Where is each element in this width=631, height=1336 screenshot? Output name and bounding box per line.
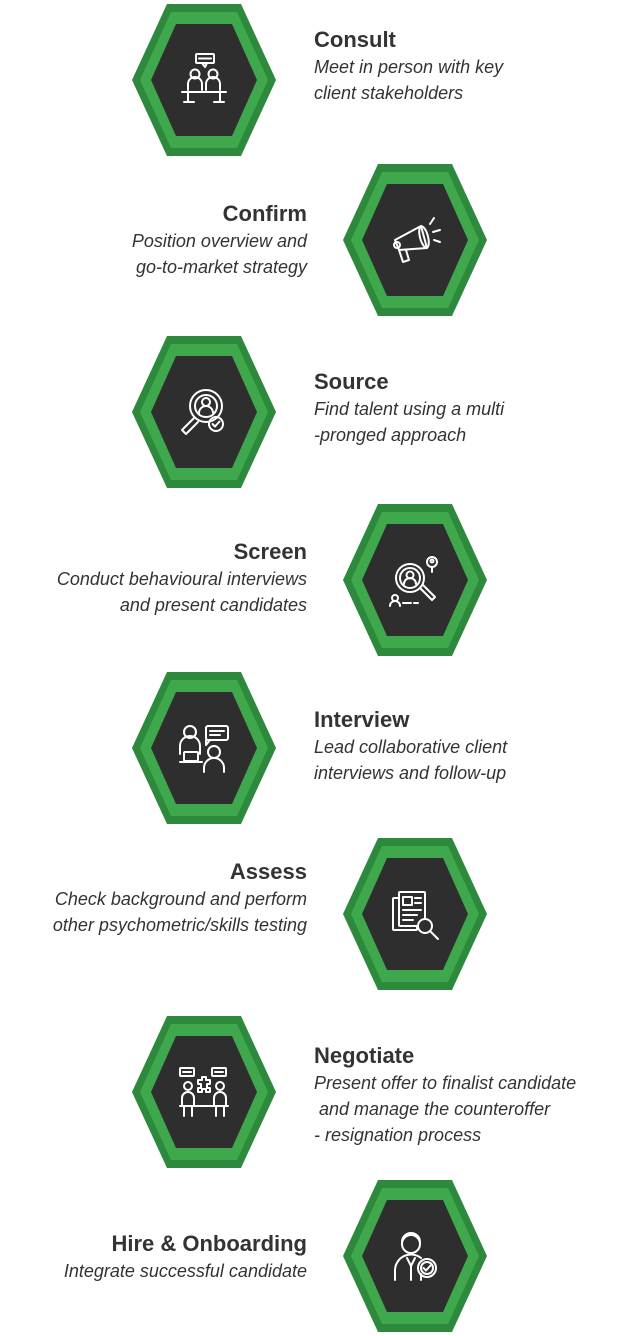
step-description: Find talent using a multi-pronged approa… (314, 399, 505, 445)
step-hire-onboarding: Hire & Onboarding Integrate successful c… (0, 1176, 631, 1336)
step-hexagon (130, 668, 278, 828)
hire-icon (394, 1232, 437, 1281)
step-source: Source Find talent using a multi-pronged… (0, 332, 631, 492)
negotiation-icon (179, 1067, 229, 1117)
step-hexagon (130, 1012, 278, 1172)
step-title: Negotiate (314, 1043, 415, 1068)
step-hexagon (341, 500, 489, 660)
step-title: Hire & Onboarding (111, 1231, 307, 1256)
candidate-screen-icon (389, 556, 438, 607)
meeting-icon (181, 53, 227, 103)
step-description: Present offer to finalist candidate and … (314, 1073, 577, 1145)
step-title: Interview (314, 707, 410, 732)
megaphone-icon (393, 217, 441, 263)
step-hexagon (130, 0, 278, 160)
interview-icon (179, 725, 229, 773)
step-title: Screen (233, 539, 307, 564)
step-hexagon (130, 332, 278, 492)
step-hexagon (341, 1176, 489, 1336)
talent-search-icon (181, 389, 224, 435)
step-title: Assess (229, 859, 307, 884)
step-negotiate: Negotiate Present offer to finalist cand… (0, 1012, 631, 1172)
step-title: Source (314, 369, 389, 394)
step-hexagon (341, 160, 489, 320)
step-title: Confirm (222, 201, 307, 226)
step-description: Integrate successful candidate (63, 1261, 307, 1281)
document-review-icon (392, 891, 439, 940)
step-title: Consult (314, 27, 396, 52)
step-hexagon (341, 834, 489, 994)
